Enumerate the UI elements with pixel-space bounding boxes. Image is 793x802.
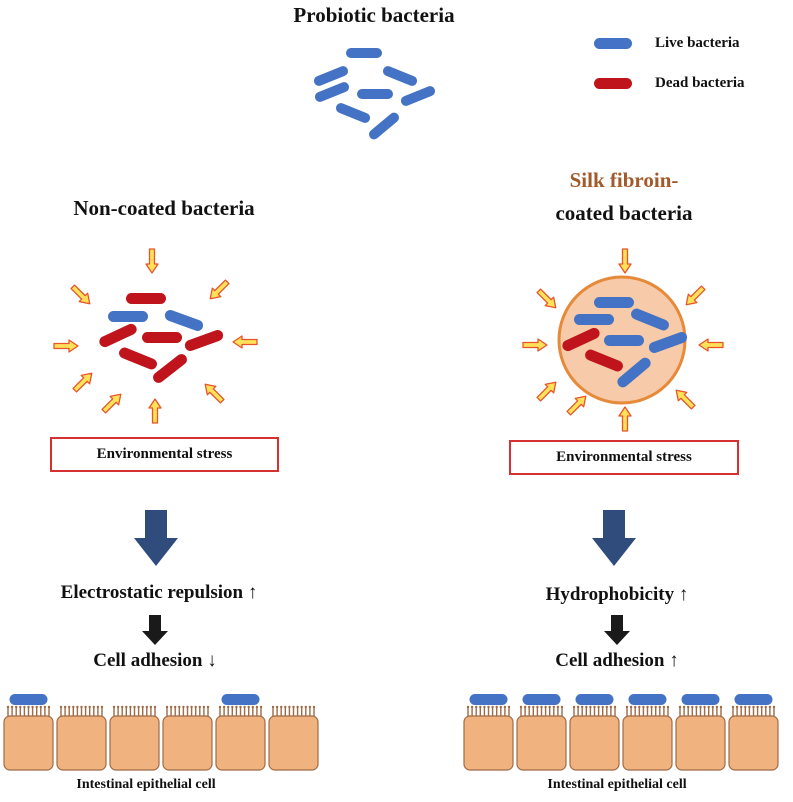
microvilli	[271, 705, 316, 717]
legend	[594, 38, 632, 89]
right-effect-label: Hydrophobicity ↑	[545, 584, 689, 605]
adhered-bacterium	[522, 694, 561, 705]
left-panel-heading: Non-coated bacteria	[73, 196, 255, 220]
epithelial-cell	[728, 705, 779, 771]
epithelial-cell	[569, 705, 620, 771]
dead-bacterium	[562, 327, 600, 352]
microvilli	[625, 705, 670, 717]
dead-bacterium	[119, 347, 157, 370]
epithelial-cell	[622, 705, 673, 771]
microvilli	[466, 705, 511, 717]
live-bacterium	[382, 66, 418, 86]
right-panel-heading-line2: coated bacteria	[555, 201, 693, 225]
legend-dead-label: Dead bacteria	[655, 75, 745, 91]
dead-bacterium	[184, 330, 224, 351]
right-stress-box: Environmental stress	[509, 440, 739, 475]
dead-bacterium	[153, 354, 187, 383]
microvilli	[731, 705, 776, 717]
live-bacterium	[369, 112, 399, 140]
live-bacterium	[594, 297, 634, 308]
adhered-bacterium	[221, 694, 260, 705]
epithelial-cell	[463, 705, 514, 771]
adhered-bacterium	[469, 694, 508, 705]
epithelial-cell	[56, 705, 107, 771]
microvilli	[218, 705, 263, 717]
right-cells-label: Intestinal epithelial cell	[547, 777, 687, 792]
live-bacterium	[617, 357, 651, 388]
diagram-title: Probiotic bacteria	[293, 3, 455, 27]
live-bacterium	[604, 335, 644, 346]
left-bacteria-cluster	[99, 293, 224, 383]
left-epithelium	[3, 694, 319, 771]
microvilli	[572, 705, 617, 717]
probiotic-cluster	[313, 48, 436, 140]
live-bacterium	[335, 103, 371, 123]
adhered-bacterium	[575, 694, 614, 705]
right-coated-cluster	[557, 275, 688, 405]
left-effect-label: Electrostatic repulsion ↑	[60, 582, 258, 603]
live-bacterium	[400, 86, 436, 106]
left-stress-label: Environmental stress	[96, 446, 233, 462]
left-stress-box: Environmental stress	[50, 437, 279, 472]
dead-bacterium	[99, 323, 137, 348]
right-panel-heading-line1: Silk fibroin-	[569, 168, 679, 192]
left-adhesion-label: Cell adhesion ↓	[93, 650, 217, 671]
live-bacterium	[164, 310, 204, 331]
epithelial-cell	[162, 705, 213, 771]
legend-dead-swatch	[594, 78, 632, 89]
live-bacterium	[313, 66, 349, 86]
epithelial-cell	[675, 705, 726, 771]
adhered-bacterium	[628, 694, 667, 705]
live-bacterium	[108, 311, 148, 322]
live-bacterium	[631, 308, 669, 331]
right-adhesion-label: Cell adhesion ↑	[555, 650, 679, 671]
legend-live-swatch	[594, 38, 632, 49]
right-epithelium	[463, 694, 779, 771]
microvilli	[112, 705, 157, 717]
live-bacterium	[346, 48, 382, 58]
dead-bacterium	[126, 293, 166, 304]
dead-bacterium	[142, 332, 182, 343]
microvilli	[6, 705, 51, 717]
adhered-bacterium	[9, 694, 48, 705]
epithelial-cell	[3, 705, 54, 771]
microvilli	[519, 705, 564, 717]
live-bacterium	[357, 89, 393, 99]
adhered-bacterium	[734, 694, 773, 705]
adhered-bacterium	[681, 694, 720, 705]
microvilli	[678, 705, 723, 717]
epithelial-cell	[215, 705, 266, 771]
right-stress-label: Environmental stress	[556, 449, 692, 465]
dead-bacterium	[585, 349, 623, 372]
microvilli	[165, 705, 210, 717]
epithelial-cell	[109, 705, 160, 771]
epithelial-cell	[516, 705, 567, 771]
microvilli	[59, 705, 104, 717]
live-bacterium	[574, 314, 614, 325]
live-bacterium	[314, 82, 350, 102]
epithelial-cell	[268, 705, 319, 771]
live-bacterium	[648, 332, 688, 353]
left-cells-label: Intestinal epithelial cell	[76, 777, 216, 792]
legend-live-label: Live bacteria	[655, 35, 740, 51]
